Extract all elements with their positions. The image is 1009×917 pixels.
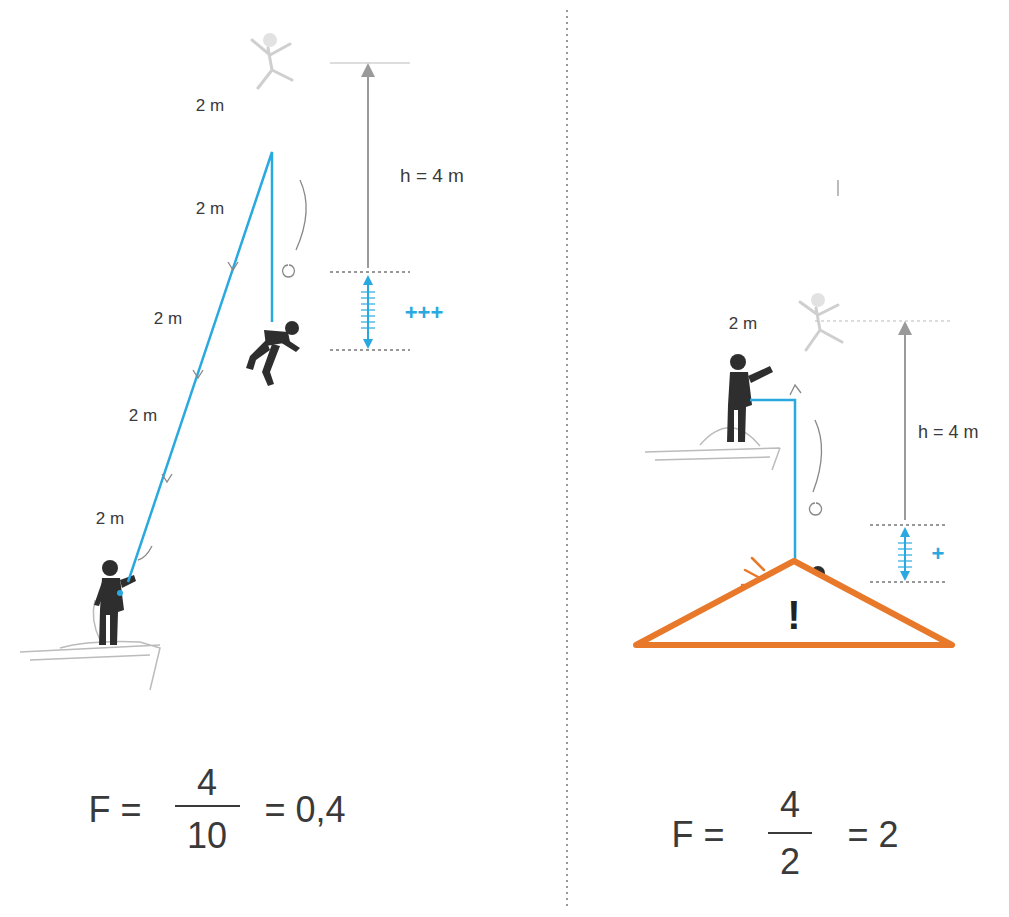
- formula-result: = 2: [847, 817, 898, 853]
- fall-height: h = 4 m: [400, 166, 464, 185]
- divider: [566, 10, 568, 910]
- right-scene: [645, 180, 950, 833]
- warning-triangle: !: [628, 553, 960, 653]
- denominator: 2: [780, 844, 800, 880]
- force-indicator: +++: [405, 302, 444, 324]
- numerator: 4: [780, 787, 800, 823]
- segment-length: 2 m: [154, 310, 182, 327]
- force-indicator: +: [932, 543, 945, 565]
- formula-part: F =: [671, 817, 724, 853]
- fall-height: h = 4 m: [918, 423, 979, 441]
- segment-length: 2 m: [729, 315, 757, 332]
- numerator: 4: [197, 765, 217, 801]
- segment-length: 2 m: [196, 200, 224, 217]
- formula-result: = 0,4: [264, 792, 345, 828]
- denominator: 10: [187, 818, 227, 854]
- segment-length: 2 m: [196, 97, 224, 114]
- warning-mark: !: [628, 595, 960, 635]
- left-scene: [20, 33, 410, 806]
- formula-part: F =: [88, 792, 141, 828]
- segment-length: 2 m: [96, 510, 124, 527]
- segment-length: 2 m: [129, 407, 157, 424]
